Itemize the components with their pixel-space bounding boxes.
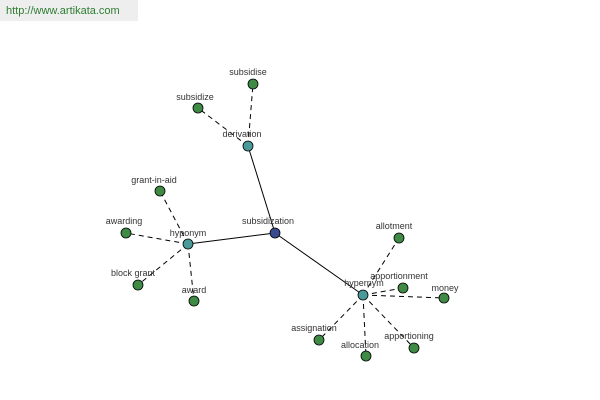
relation-node-label: hypernym — [344, 278, 384, 288]
relation-node-derivation[interactable]: derivation — [222, 129, 262, 152]
edge-hyponym-award — [187, 243, 195, 302]
site-url-link[interactable]: http://www.artikata.com — [6, 5, 120, 17]
term-node-grant-in-aid[interactable]: grant-in-aid — [131, 175, 177, 197]
term-node-money[interactable]: money — [431, 283, 459, 304]
root-node-dot[interactable] — [269, 227, 281, 239]
root-node-label: subsidization — [242, 216, 294, 226]
term-node-award[interactable]: award — [182, 285, 207, 307]
edge-root-hypernym — [274, 232, 364, 296]
term-node-label: apportioning — [384, 331, 434, 341]
term-node-label: money — [431, 283, 459, 293]
term-node-label: allotment — [376, 221, 413, 231]
edge-hypernym-apportionment — [362, 287, 404, 296]
term-node-dot[interactable] — [313, 334, 325, 346]
term-node-assignation[interactable]: assignation — [291, 323, 337, 346]
term-node-subsidize[interactable]: subsidize — [176, 92, 214, 114]
term-node-dot[interactable] — [247, 78, 259, 90]
term-node-allotment[interactable]: allotment — [376, 221, 413, 244]
relation-node-dot[interactable] — [357, 289, 369, 301]
term-node-apportionment[interactable]: apportionment — [370, 271, 428, 294]
edge-hyponym-block-grant — [137, 243, 189, 286]
term-node-allocation[interactable]: allocation — [341, 340, 379, 362]
url-banner: http://www.artikata.com — [0, 0, 138, 21]
term-node-label: grant-in-aid — [131, 175, 177, 185]
term-node-dot[interactable] — [132, 279, 144, 291]
term-node-label: subsidise — [229, 67, 267, 77]
term-node-dot[interactable] — [397, 282, 409, 294]
term-node-dot[interactable] — [120, 227, 132, 239]
term-node-awarding[interactable]: awarding — [106, 216, 143, 239]
term-node-label: apportionment — [370, 271, 428, 281]
term-node-apportioning[interactable]: apportioning — [384, 331, 434, 354]
term-node-label: award — [182, 285, 207, 295]
edge-hyponym-grant-in-aid — [159, 190, 189, 245]
edge-derivation-subsidise — [247, 83, 254, 147]
relation-node-label: derivation — [222, 129, 261, 139]
term-node-dot[interactable] — [188, 295, 200, 307]
term-node-label: subsidize — [176, 92, 214, 102]
edge-hypernym-assignation — [318, 294, 364, 341]
graph-nodes: subsidise subsidize grant-in-aid awarding bl… — [106, 67, 459, 362]
term-node-label: allocation — [341, 340, 379, 350]
edge-hypernym-apportioning — [362, 294, 415, 349]
relation-node-dot[interactable] — [242, 140, 254, 152]
relation-node-label: hyponym — [170, 228, 207, 238]
term-node-dot[interactable] — [393, 232, 405, 244]
edge-hypernym-allotment — [362, 237, 400, 296]
term-node-label: awarding — [106, 216, 143, 226]
edge-hyponym-awarding — [125, 232, 189, 245]
term-node-dot[interactable] — [408, 342, 420, 354]
edge-hypernym-allocation — [362, 294, 367, 357]
relation-node-dot[interactable] — [182, 238, 194, 250]
edge-root-hyponym — [187, 232, 276, 245]
root-node-subsidization[interactable]: subsidization — [242, 216, 294, 239]
term-node-dot[interactable] — [192, 102, 204, 114]
term-node-dot[interactable] — [360, 350, 372, 362]
term-node-subsidise[interactable]: subsidise — [229, 67, 267, 90]
edge-hypernym-money — [362, 294, 445, 299]
term-node-dot[interactable] — [154, 185, 166, 197]
relation-node-hyponym[interactable]: hyponym — [170, 228, 207, 250]
graph-edges — [125, 83, 445, 357]
term-node-label: assignation — [291, 323, 337, 333]
term-node-dot[interactable] — [438, 292, 450, 304]
term-node-block-grant[interactable]: block grant — [111, 268, 156, 291]
term-node-label: block grant — [111, 268, 156, 278]
edge-derivation-subsidize — [197, 107, 249, 147]
relation-node-hypernym[interactable]: hypernym — [344, 278, 384, 301]
edge-root-derivation — [247, 145, 276, 234]
